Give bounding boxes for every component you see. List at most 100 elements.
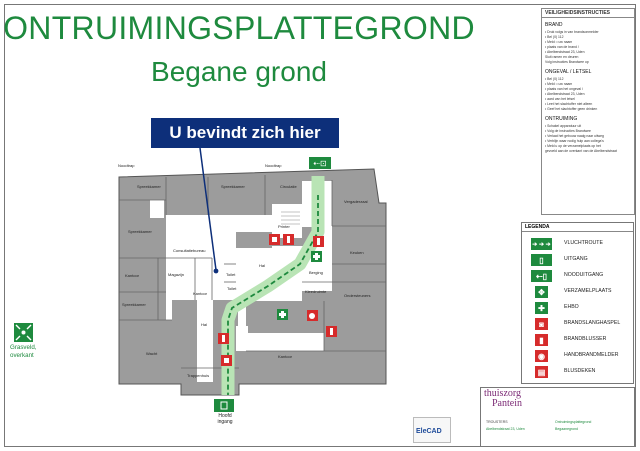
room-label: Noodtrap: [118, 163, 135, 168]
project-name: TROUSTERS: [486, 420, 508, 424]
instruction-line: • Abelbendstraat 23, Uden: [545, 50, 585, 54]
room-label: Hal: [259, 263, 265, 268]
legend-label: BLUSDEKEN: [564, 368, 596, 374]
elecad-logo: [413, 417, 451, 443]
legend-label: BRANDBLUSSER: [564, 336, 607, 342]
exit-icon: [214, 399, 234, 412]
instruction-line: • Volg de instructies Brandwee: [545, 129, 591, 133]
legend-row: ▤ BLUSDEKEN: [522, 365, 635, 379]
fire-alarm-icon: ◉: [535, 350, 548, 362]
legend-title: LEGENDA: [522, 223, 633, 232]
room-label: Kantoor: [278, 354, 293, 359]
first-aid-icon: [277, 309, 288, 320]
room-label: Ondersteuners: [344, 293, 370, 298]
room-label: Kantoor: [193, 291, 208, 296]
legend-row: ◉ HANDBRANDMELDER: [522, 349, 635, 363]
legend-row: ➔ ➔ ➔ VLUCHTROUTE: [522, 237, 635, 251]
room-label: Spreekkamer: [221, 184, 245, 189]
room-label: Spreekkamer: [128, 229, 152, 234]
drawing-floor: Begaanegrond: [555, 427, 578, 431]
instruction-line: • plaats van de brand /: [545, 45, 579, 49]
legend-row: ▯ UITGANG: [522, 253, 635, 267]
assembly-point-label: Grasveld, overkant: [10, 344, 36, 359]
callout-pointer: [199, 147, 217, 271]
fire-extinguisher-icon: [218, 333, 229, 344]
room-label: Toilet: [227, 286, 237, 291]
assembly-point-icon: ✥: [535, 286, 548, 298]
room-label: Wacht: [146, 351, 158, 356]
instruction-section: ONGEVAL / LETSEL • Bel (0) 112 • Meld: •…: [545, 69, 631, 112]
instruction-line: • Meld: • uw naam: [545, 40, 573, 44]
instruction-line: • Schakel apparatuur uit: [545, 124, 582, 128]
instruction-line: • Geef het slachtoffer geen drinken: [545, 107, 598, 111]
svg-text:⇠⊡: ⇠⊡: [313, 159, 326, 168]
company-name-line: thuiszorg: [484, 388, 522, 399]
instruction-line: gevoeld aan de overkant van de Abelbends…: [545, 149, 617, 153]
room-label: Vergaderzaal: [344, 199, 368, 204]
stairs: [281, 211, 300, 225]
title-block: [480, 387, 635, 447]
legend-label: BRANDSLANGHASPEL: [564, 320, 621, 326]
instruction-line: Sluit ramen en deuren: [545, 55, 579, 59]
legend-row: ✚ EHBO: [522, 301, 635, 315]
emergency-exit-icon: ⇠⊡: [309, 157, 331, 169]
instruction-line: • Bel (0) 112: [545, 77, 564, 81]
elecad-logo-text: EleCAD: [416, 428, 442, 435]
instruction-line: • Meld: • uw naam: [545, 82, 573, 86]
fire-extinguisher-icon: [313, 236, 324, 247]
section-heading: ONTRUIMING: [545, 116, 578, 122]
room-label: Circulatie: [280, 184, 297, 189]
legend-label: UITGANG: [564, 256, 588, 262]
room-label: Consultatiebureau: [173, 248, 205, 253]
fire-hose-icon: ◙: [535, 318, 548, 330]
plan-title: ONTRUIMINGSPLATTEGROND: [3, 10, 475, 46]
company-name-line: Pantein: [492, 398, 522, 409]
legend-row: ▮ BRANDBLUSSER: [522, 333, 635, 347]
vluchtroute-arrow-icon: ➔ ➔ ➔: [531, 238, 552, 250]
legend-row: ⇠▯ NOODUITGANG: [522, 269, 635, 283]
plan-frame: [4, 4, 636, 447]
fire-hose-icon: [221, 355, 232, 366]
legend-label: VERZAMELPLAATS: [564, 288, 612, 294]
room-label: Keuken: [350, 250, 364, 255]
room-label: Spreekkamer: [122, 302, 146, 307]
instruction-line: • Abelbendstraat 23, Uden: [545, 92, 585, 96]
emergency-exit-icon: ⇠▯: [531, 270, 552, 282]
project-address: Abelbendstraat 23, Uden: [486, 427, 525, 431]
room-label: Printer: [278, 224, 290, 229]
main-entrance-label: Hoofd ingang: [205, 413, 245, 425]
instruction-line: • Bel (0) 112: [545, 35, 564, 39]
instruction-section: ONTRUIMING • Schakel apparatuur uit • Vo…: [545, 116, 631, 154]
instruction-section: BRAND • Druk volgs in van brandsonmelder…: [545, 22, 631, 65]
assembly-point-icon: [14, 323, 33, 342]
instruction-line: • Meld u op de verzamelplaats op het: [545, 144, 601, 148]
instruction-line: • aard van het letsel: [545, 97, 575, 101]
you-are-here-marker: [213, 268, 219, 274]
room-label: Spreekkamer: [137, 184, 161, 189]
room-label: Berging: [309, 270, 323, 275]
safety-instructions-panel: VEILIGHEIDSINSTRUCTIES BRAND • Druk volg…: [541, 8, 635, 215]
room-label: Noodtrap: [265, 163, 282, 168]
legend-label: HANDBRANDMELDER: [564, 352, 619, 358]
section-heading: BRAND: [545, 22, 563, 28]
company-logo: thuiszorg Pantein: [484, 389, 522, 409]
panel-title: VEILIGHEIDSINSTRUCTIES: [542, 9, 634, 18]
legend-label: EHBO: [564, 304, 579, 310]
escape-route-arrows: [227, 195, 319, 395]
fire-blanket-icon: ▤: [535, 366, 548, 378]
fire-extinguisher-icon: [283, 234, 294, 245]
instruction-line: • Leet het slachtoffer niet alleen: [545, 102, 593, 106]
fire-hose-icon: [269, 234, 280, 245]
section-heading: ONGEVAL / LETSEL: [545, 69, 592, 75]
instruction-line: • plaats van het ongeval /: [545, 87, 583, 91]
entrance-line: ingang: [217, 419, 233, 425]
instruction-line: • Verblijn waar nodig hulp aan collega's: [545, 139, 604, 143]
legend-row: ◙ BRANDSLANGHASPEL: [522, 317, 635, 331]
drawing-title: Ontruimingsplattegrond: [555, 420, 592, 424]
legend: LEGENDA ➔ ➔ ➔ VLUCHTROUTE ▯ UITGANG ⇠▯ N…: [521, 222, 634, 384]
instruction-line: • Verlaat het gebouw naalg naar uitweg: [545, 134, 604, 138]
first-aid-icon: ✚: [535, 302, 548, 314]
fire-extinguisher-icon: [326, 326, 337, 337]
you-are-here-callout: U bevindt zich hier: [151, 118, 339, 148]
